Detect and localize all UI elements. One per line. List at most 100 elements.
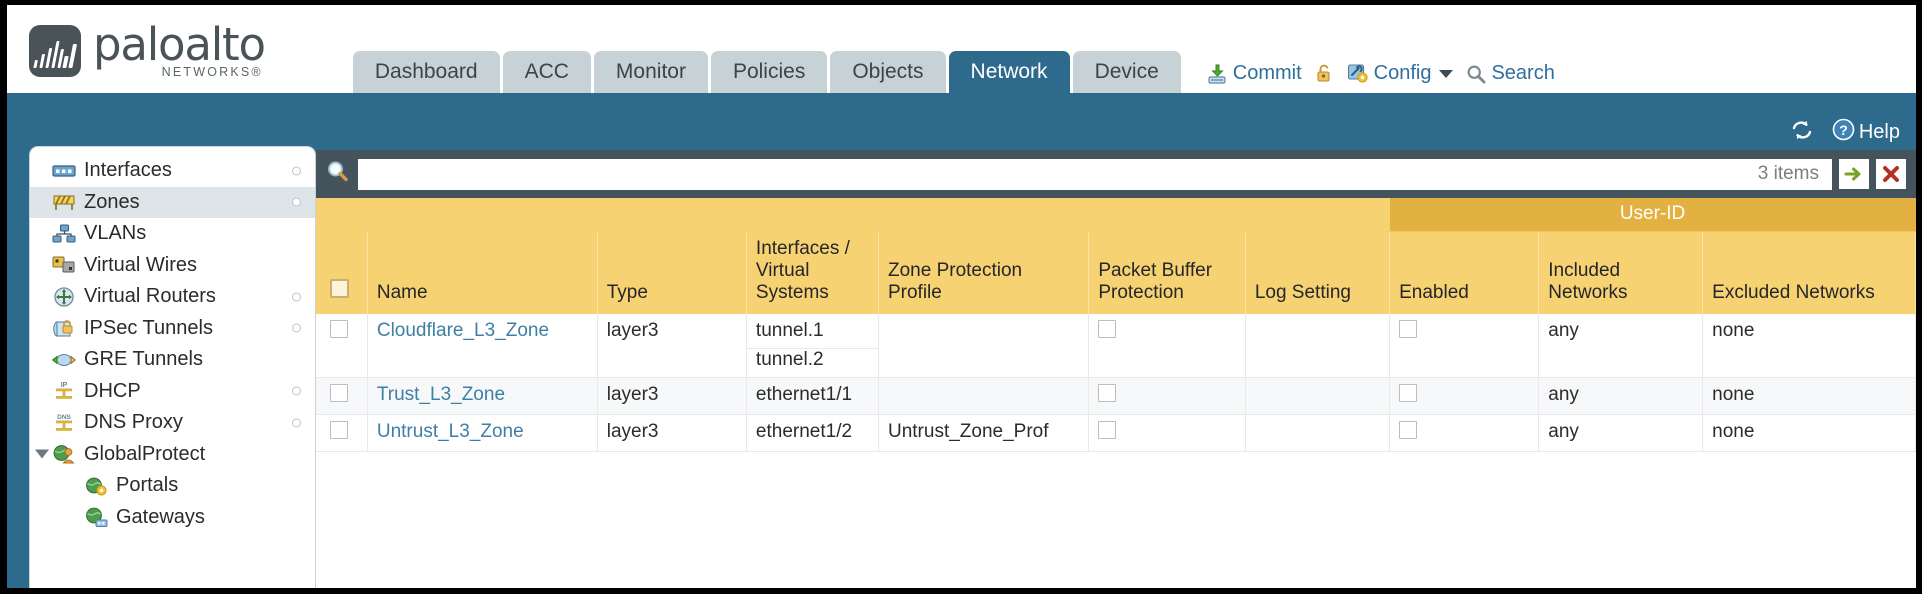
- tab-device[interactable]: Device: [1072, 51, 1181, 93]
- band-actions: ? Help: [1790, 118, 1900, 147]
- tab-objects[interactable]: Objects: [830, 51, 946, 93]
- tab-dashboard[interactable]: Dashboard: [352, 51, 500, 93]
- cell-packet-buffer-protection[interactable]: [1088, 313, 1246, 378]
- packet-buffer-protection-checkbox[interactable]: [1098, 383, 1117, 402]
- col-header-excluded-networks[interactable]: Excluded Networks: [1702, 231, 1916, 314]
- cell-excluded-networks: none: [1702, 313, 1916, 378]
- col-header-included-networks[interactable]: Included Networks: [1538, 231, 1704, 314]
- help-button[interactable]: ? Help: [1832, 118, 1900, 147]
- sidebar-item-interfaces[interactable]: Interfaces: [30, 155, 315, 187]
- packet-buffer-protection-checkbox[interactable]: [1098, 420, 1117, 439]
- sidebar-item-label: IPSec Tunnels: [84, 316, 213, 339]
- row-select-cell[interactable]: [316, 313, 368, 378]
- magnifier-icon[interactable]: [325, 159, 351, 190]
- gateways-icon: [84, 507, 108, 528]
- cell-type: layer3: [597, 313, 747, 378]
- sidebar-item-status-dot[interactable]: [292, 418, 301, 428]
- tab-network[interactable]: Network: [948, 51, 1070, 93]
- cell-userid-enabled[interactable]: [1389, 313, 1540, 378]
- svg-text:DNS: DNS: [57, 414, 71, 421]
- zone-name-link[interactable]: Cloudflare_L3_Zone: [376, 319, 550, 341]
- sidebar-item-status-dot[interactable]: [292, 386, 301, 396]
- zones-icon: [52, 192, 76, 213]
- cell-zone-protection-profile: [878, 377, 1090, 415]
- select-all-checkbox[interactable]: [330, 278, 349, 298]
- col-header-userid-enabled[interactable]: Enabled: [1389, 231, 1540, 314]
- config-menu-button[interactable]: Config: [1347, 62, 1454, 85]
- zone-name-link[interactable]: Untrust_L3_Zone: [376, 420, 524, 442]
- zones-table: User-ID Name Type Interfaces / Virtual S…: [316, 198, 1916, 452]
- zones-table-head: User-ID Name Type Interfaces / Virtual S…: [316, 198, 1916, 314]
- commit-button[interactable]: Commit: [1206, 62, 1302, 85]
- sidebar-item-virtual-routers[interactable]: Virtual Routers: [30, 281, 315, 313]
- commit-icon: [1206, 63, 1228, 85]
- cell-interfaces: ethernet1/1: [746, 377, 879, 415]
- sidebar-item-vlans[interactable]: VLANs: [30, 218, 315, 250]
- userid-enabled-checkbox[interactable]: [1399, 319, 1418, 338]
- tab-policies[interactable]: Policies: [710, 51, 828, 93]
- row-select-cell[interactable]: [316, 414, 368, 452]
- cell-userid-enabled[interactable]: [1389, 414, 1540, 452]
- packet-buffer-protection-checkbox[interactable]: [1098, 319, 1117, 338]
- sidebar-item-globalprotect[interactable]: GlobalProtect: [30, 439, 315, 471]
- search-input[interactable]: [367, 163, 1758, 185]
- sidebar-item-status-dot[interactable]: [292, 323, 301, 333]
- sidebar-item-status-dot[interactable]: [292, 197, 301, 207]
- refresh-icon[interactable]: [1790, 119, 1814, 147]
- interface-item: tunnel.1: [746, 314, 878, 349]
- select-all-header[interactable]: [316, 231, 368, 314]
- sidebar-item-ipsec-tunnels[interactable]: IPSec Tunnels: [30, 313, 315, 345]
- col-header-zone-protection-profile[interactable]: Zone Protection Profile: [878, 231, 1090, 314]
- sidebar-item-status-dot[interactable]: [292, 292, 301, 302]
- col-header-packet-buffer-protection[interactable]: Packet Buffer Protection: [1088, 231, 1246, 314]
- zone-name-link[interactable]: Trust_L3_Zone: [376, 383, 506, 405]
- userid-group-header: User-ID: [1389, 198, 1916, 232]
- cell-name[interactable]: Cloudflare_L3_Zone: [367, 313, 598, 378]
- row-select-cell[interactable]: [316, 377, 368, 415]
- tab-acc[interactable]: ACC: [502, 51, 591, 93]
- padlock-icon[interactable]: [1315, 63, 1334, 84]
- cell-userid-enabled[interactable]: [1389, 377, 1540, 415]
- help-label: Help: [1858, 121, 1900, 143]
- row-select-checkbox[interactable]: [330, 420, 348, 439]
- sidebar-item-gateways[interactable]: Gateways: [30, 502, 315, 534]
- tab-label: Network: [970, 60, 1048, 83]
- col-header-type[interactable]: Type: [597, 231, 747, 314]
- apply-filter-button[interactable]: [1839, 159, 1869, 189]
- cell-name[interactable]: Untrust_L3_Zone: [367, 414, 598, 452]
- cell-packet-buffer-protection[interactable]: [1088, 377, 1246, 415]
- dhcp-icon: IP: [52, 381, 76, 402]
- sidebar-item-gre-tunnels[interactable]: GRE Tunnels: [30, 344, 315, 376]
- tab-label: ACC: [524, 60, 569, 83]
- sidebar-item-label: Portals: [116, 474, 179, 497]
- expand-collapse-triangle-icon[interactable]: [35, 449, 49, 459]
- sidebar-item-status-dot[interactable]: [292, 166, 301, 176]
- sidebar-item-portals[interactable]: Portals: [30, 470, 315, 502]
- cell-packet-buffer-protection[interactable]: [1088, 414, 1246, 452]
- sidebar-item-virtual-wires[interactable]: Virtual Wires: [30, 250, 315, 282]
- search-field-wrap[interactable]: 3 items: [358, 158, 1832, 190]
- col-header-log-setting[interactable]: Log Setting: [1245, 231, 1391, 314]
- cell-type: layer3: [597, 377, 747, 415]
- clear-filter-button[interactable]: [1876, 159, 1906, 189]
- row-select-checkbox[interactable]: [330, 319, 348, 338]
- sidebar-item-zones[interactable]: Zones: [30, 186, 315, 218]
- search-button[interactable]: Search: [1466, 62, 1555, 85]
- row-select-checkbox[interactable]: [330, 383, 348, 402]
- userid-enabled-checkbox[interactable]: [1399, 420, 1418, 439]
- tab-monitor[interactable]: Monitor: [593, 51, 708, 93]
- vlans-icon: [52, 223, 76, 244]
- col-header-interfaces[interactable]: Interfaces / Virtual Systems: [746, 231, 879, 314]
- sidebar-item-label: Gateways: [116, 505, 205, 528]
- userid-enabled-checkbox[interactable]: [1399, 383, 1418, 402]
- ipsec-tunnels-icon: [52, 318, 76, 339]
- cell-name[interactable]: Trust_L3_Zone: [367, 377, 598, 415]
- col-header-name[interactable]: Name: [367, 231, 598, 314]
